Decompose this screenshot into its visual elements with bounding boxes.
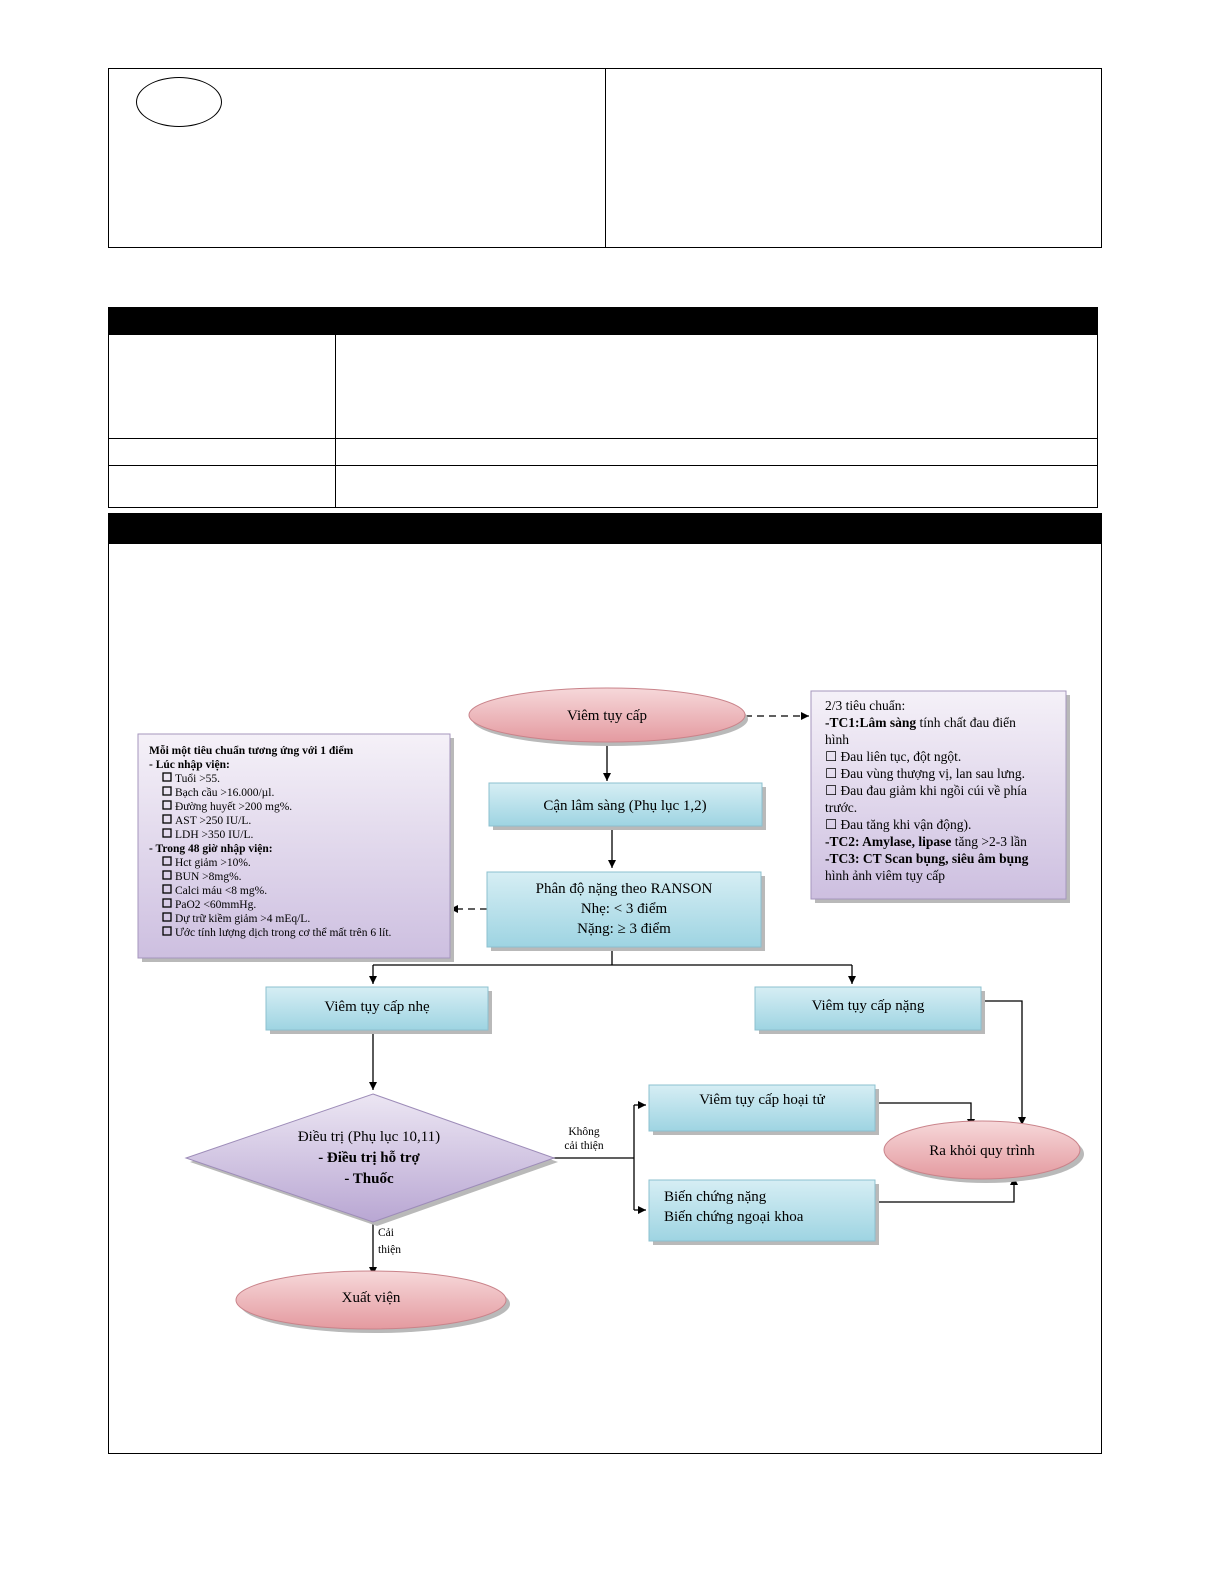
grading-line3: Nặng: ≥ 3 điểm — [577, 921, 671, 937]
ranson-title: Mỗi một tiêu chuẩn tương ứng với 1 điểm — [149, 744, 354, 757]
criteria-item2: Đau vùng thượng vị, lan sau lưng. — [837, 766, 1025, 781]
logo-placeholder — [136, 77, 222, 127]
criteria-tc1-cont: hình — [825, 732, 849, 747]
grading-node: Phân độ nặng theo RANSON Nhẹ: < 3 điểm N… — [486, 871, 765, 951]
exit-label: Ra khỏi quy trình — [929, 1143, 1035, 1159]
ranson-item: Tuổi >55. — [175, 772, 220, 785]
lab-node: Cận lâm sàng (Phụ lục 1,2) — [488, 782, 766, 830]
criteria-item1: Đau liên tục, đột ngột. — [837, 749, 961, 764]
severe-label: Viêm tụy cấp nặng — [812, 998, 925, 1014]
criteria-tc3-title: -TC3: CT Scan bụng, siêu âm bụng — [825, 851, 1029, 866]
checkbox-icon — [162, 870, 172, 880]
arrow-necrotic-to-exit — [876, 1102, 975, 1127]
criteria-item3b: trước. — [825, 800, 857, 815]
improve-label-1: Cải — [378, 1227, 394, 1239]
severe-node: Viêm tụy cấp nặng — [754, 986, 985, 1034]
necrotic-label: Viêm tụy cấp hoại tử — [699, 1092, 825, 1108]
ranson-item: Ước tính lượng dịch trong cơ thể mất trê… — [175, 926, 392, 939]
ranson-item: LDH >350 IU/L. — [175, 829, 253, 841]
ranson-item: Dự trữ kiềm giảm >4 mEq/L. — [175, 912, 310, 925]
checkbox-icon — [162, 884, 172, 894]
checkbox-icon — [162, 828, 172, 838]
start-label: Viêm tụy cấp — [567, 708, 647, 724]
checkbox-icon — [162, 926, 172, 936]
criteria-item3a: Đau đau giảm khi ngồi cúi về phía — [837, 783, 1027, 798]
criteria-tc1-desc: tính chất đau điển — [916, 715, 1016, 730]
svg-text:☐ Đau tăng khi vận động).: ☐ Đau tăng khi vận động). — [825, 817, 971, 833]
start-node: Viêm tụy cấp — [468, 687, 748, 746]
header-box — [108, 68, 1102, 248]
info-table-column-divider — [335, 335, 336, 508]
complications-line1: Biến chứng nặng — [664, 1189, 767, 1205]
ranson-item: Bạch cầu >16.000/µl. — [175, 786, 274, 799]
arrow-severe-to-exit — [982, 1000, 1026, 1125]
criteria-tc3-cont: hình ảnh viêm tụy cấp — [825, 868, 945, 883]
mild-label: Viêm tụy cấp nhẹ — [324, 999, 430, 1015]
criteria-intro: 2/3 tiêu chuẩn: — [825, 698, 905, 713]
grading-line2: Nhẹ: < 3 điểm — [581, 901, 668, 917]
connectors — [369, 712, 1026, 1275]
ranson-item: Calci máu <8 mg%. — [175, 885, 267, 897]
checkbox-icon — [162, 786, 172, 796]
discharge-label: Xuất viện — [342, 1290, 401, 1306]
checkbox-icon — [162, 856, 172, 866]
checkbox-icon — [162, 912, 172, 922]
ranson-item: BUN >8mg%. — [175, 871, 242, 883]
info-table — [108, 307, 1098, 508]
svg-text:☐ Đau liên tục, đột ngột.: ☐ Đau liên tục, đột ngột. — [825, 749, 961, 765]
discharge-node: Xuất viện — [235, 1270, 510, 1333]
header-divider — [605, 69, 606, 247]
checkbox-icon — [162, 898, 172, 908]
treatment-line2: - Điều trị hỗ trợ — [318, 1150, 420, 1166]
checkbox-icon — [162, 814, 172, 824]
info-table-header-bar — [109, 308, 1097, 335]
ranson-item: Hct giảm >10%. — [175, 857, 251, 869]
info-table-row-divider — [109, 465, 1097, 466]
criteria-note: 2/3 tiêu chuẩn: -TC1:Lâm sàng tính chất … — [810, 690, 1070, 903]
checkbox-icon — [162, 772, 172, 782]
exit-node: Ra khỏi quy trình — [883, 1120, 1084, 1183]
criteria-item4: Đau tăng khi vận động). — [837, 817, 971, 832]
ranson-item: PaO2 <60mmHg. — [175, 899, 256, 911]
improve-label-2: thiện — [378, 1244, 401, 1256]
svg-text:☐ Đau đau giảm khi ngồi cúi về: ☐ Đau đau giảm khi ngồi cúi về phía — [825, 783, 1027, 799]
info-table-row-divider — [109, 438, 1097, 439]
checkbox-icon: ☐ — [825, 766, 837, 782]
lab-label: Cận lâm sàng (Phụ lục 1,2) — [543, 798, 706, 814]
treatment-line1: Điều trị (Phụ lục 10,11) — [298, 1129, 440, 1145]
no-improve-label-1: Không — [568, 1126, 600, 1138]
grading-line1: Phân độ nặng theo RANSON — [536, 881, 713, 897]
necrotic-node: Viêm tụy cấp hoại tử — [648, 1084, 879, 1135]
criteria-tc2-desc: tăng >2-3 lần — [951, 834, 1027, 849]
criteria-tc1-title: -TC1:Lâm sàng — [825, 715, 916, 730]
svg-text:-TC2: Amylase, lipase tăng >2-: -TC2: Amylase, lipase tăng >2-3 lần — [825, 834, 1027, 849]
ranson-note: Mỗi một tiêu chuẩn tương ứng với 1 điểm … — [137, 733, 454, 962]
treatment-line3: - Thuốc — [344, 1171, 394, 1187]
svg-text:-TC1:Lâm sàng tính chất đau đi: -TC1:Lâm sàng tính chất đau điển — [825, 715, 1016, 730]
ranson-item: AST >250 IU/L. — [175, 815, 251, 827]
checkbox-icon: ☐ — [825, 749, 837, 765]
checkbox-icon: ☐ — [825, 817, 837, 833]
complications-line2: Biến chứng ngoại khoa — [664, 1209, 804, 1225]
ranson-48h-header: - Trong 48 giờ nhập viện: — [149, 843, 273, 855]
flowchart-header-bar — [109, 514, 1101, 544]
complications-node: Biến chứng nặng Biến chứng ngoại khoa — [648, 1179, 879, 1245]
arrow-complications-to-exit — [876, 1177, 1018, 1203]
checkbox-icon: ☐ — [825, 783, 837, 799]
treatment-node: Điều trị (Phụ lục 10,11) - Điều trị hỗ t… — [184, 1093, 558, 1226]
flowchart-section — [108, 513, 1102, 1454]
mild-node: Viêm tụy cấp nhẹ — [265, 986, 492, 1034]
no-improve-label-2: cải thiện — [564, 1140, 604, 1152]
ranson-item: Đường huyết >200 mg%. — [175, 800, 292, 813]
svg-text:☐ Đau vùng thượng vị, lan sau: ☐ Đau vùng thượng vị, lan sau lưng. — [825, 766, 1025, 782]
checkbox-icon — [162, 800, 172, 810]
criteria-tc2-title: -TC2: Amylase, lipase — [825, 834, 951, 849]
ranson-admit-header: - Lúc nhập viện: — [149, 759, 230, 771]
